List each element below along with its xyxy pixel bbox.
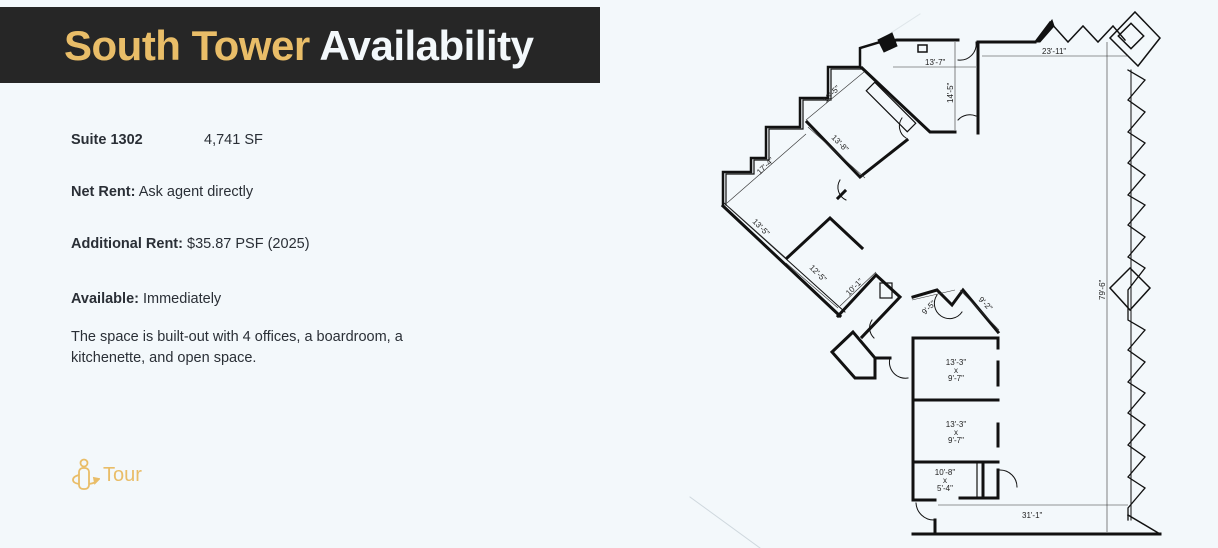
title-banner [0,7,600,83]
additional-rent: Additional Rent: $35.87 PSF (2025) [71,236,310,252]
page-title: South Tower Availability [64,22,534,69]
net-rent: Net Rent: Ask agent directly [71,184,254,200]
dim-label: 23'-11" [1042,47,1066,56]
tour-button[interactable]: Tour [70,458,142,492]
dim-label: 31'-1" [1022,511,1043,520]
description: The space is built-out with 4 offices, a… [71,329,403,366]
dim-label: 10'-1" [844,277,865,298]
dim-label: 13'-7" [925,58,946,67]
room-label: 10'-8" [935,468,956,477]
suite-area: 4,741 SF [204,132,263,148]
suite-row: Suite 1302 4,741 SF [71,132,263,148]
tour-label: Tour [103,463,142,486]
dim-label: 9'-5" [920,299,938,317]
svg-text:x: x [954,366,958,375]
svg-text:9'-7": 9'-7" [948,374,964,383]
room-label: 13'-3" [946,358,967,367]
dim-label: 13'-5" [821,84,842,105]
svg-text:9'-7": 9'-7" [948,436,964,445]
person-360-icon [72,458,100,490]
svg-text:x: x [943,476,947,485]
availability: Available: Immediately [71,291,222,307]
dim-label: 14'-5" [946,82,955,103]
dim-label: 79'-6" [1098,279,1107,300]
room-label: 13'-3" [946,420,967,429]
svg-text:x: x [954,428,958,437]
suite-name: Suite 1302 [71,132,143,148]
svg-text:5'-4": 5'-4" [937,484,953,493]
